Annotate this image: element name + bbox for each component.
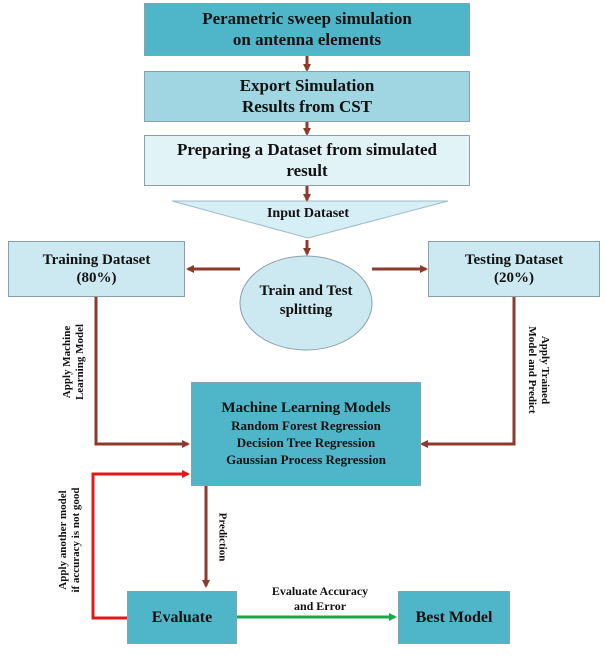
apply-trained-line-2: Model and Predict	[526, 326, 538, 414]
apply-another-label: Apply another model if accuracy is not g…	[57, 487, 83, 592]
ml-models-box: Machine Learning Models Random Forest Re…	[191, 382, 421, 486]
evaluate-label: Evaluate	[151, 608, 213, 626]
evaluate-accuracy-line-1: Evaluate Accuracy	[271, 584, 369, 598]
best-model-box: Best Model	[398, 591, 510, 644]
prepare-line-2: result	[286, 160, 328, 180]
apply-trained-label: Apply Trained Model and Predict	[525, 326, 551, 413]
arrow-training-to-ml	[94, 297, 190, 448]
split-line-1: Train and Test	[259, 283, 353, 299]
sweep-line-2: on antenna elements	[232, 29, 382, 49]
apply-trained-line-1: Apply Trained	[539, 335, 552, 405]
ml-model-item: Gaussian Process Regression	[226, 452, 386, 468]
input-dataset-label: Input Dataset	[266, 206, 350, 221]
split-ellipse	[239, 255, 373, 351]
evaluate-box: Evaluate	[127, 591, 237, 644]
evaluate-accuracy-label: Evaluate Accuracy and Error	[245, 584, 395, 614]
training-dataset-box: Training Dataset (80%)	[8, 241, 185, 297]
ml-models-title: Machine Learning Models	[221, 399, 391, 416]
ml-model-item: Decision Tree Regression	[236, 435, 376, 451]
arrow-feedback-loop	[91, 470, 190, 620]
testing-dataset-box: Testing Dataset (20%)	[428, 241, 600, 297]
split-label: Train and Test splitting	[240, 282, 372, 320]
prepare-dataset-box: Preparing a Dataset from simulated resul…	[144, 135, 470, 186]
prepare-line-1: Preparing a Dataset from simulated	[176, 139, 437, 159]
ml-model-item: Random Forest Regression	[231, 418, 381, 434]
testing-line-2: (20%)	[494, 270, 534, 286]
prediction-label: Prediction	[216, 512, 229, 562]
apply-ml-line-1: Apply Machine	[60, 325, 73, 399]
apply-another-line-2: if accuracy is not good	[70, 487, 82, 593]
best-model-label: Best Model	[415, 608, 493, 626]
training-line-1: Training Dataset	[42, 251, 151, 268]
testing-line-1: Testing Dataset	[464, 251, 564, 268]
sweep-simulation-box: Perametric sweep simulation on antenna e…	[144, 3, 470, 56]
split-line-2: splitting	[279, 301, 333, 318]
export-results-box: Export Simulation Results from CST	[144, 71, 470, 122]
sweep-line-1: Perametric sweep simulation	[202, 8, 412, 28]
apply-ml-line-2: Learning Model	[74, 323, 86, 401]
evaluate-accuracy-line-2: and Error	[293, 599, 347, 613]
arrow-testing-to-ml	[420, 297, 516, 448]
export-line-1: Export Simulation	[239, 75, 375, 95]
apply-another-line-1: Apply another model	[56, 490, 69, 590]
export-line-2: Results from CST	[241, 96, 373, 116]
training-line-2: (80%)	[76, 270, 117, 286]
apply-ml-label: Apply Machine Learning Model	[61, 324, 87, 400]
